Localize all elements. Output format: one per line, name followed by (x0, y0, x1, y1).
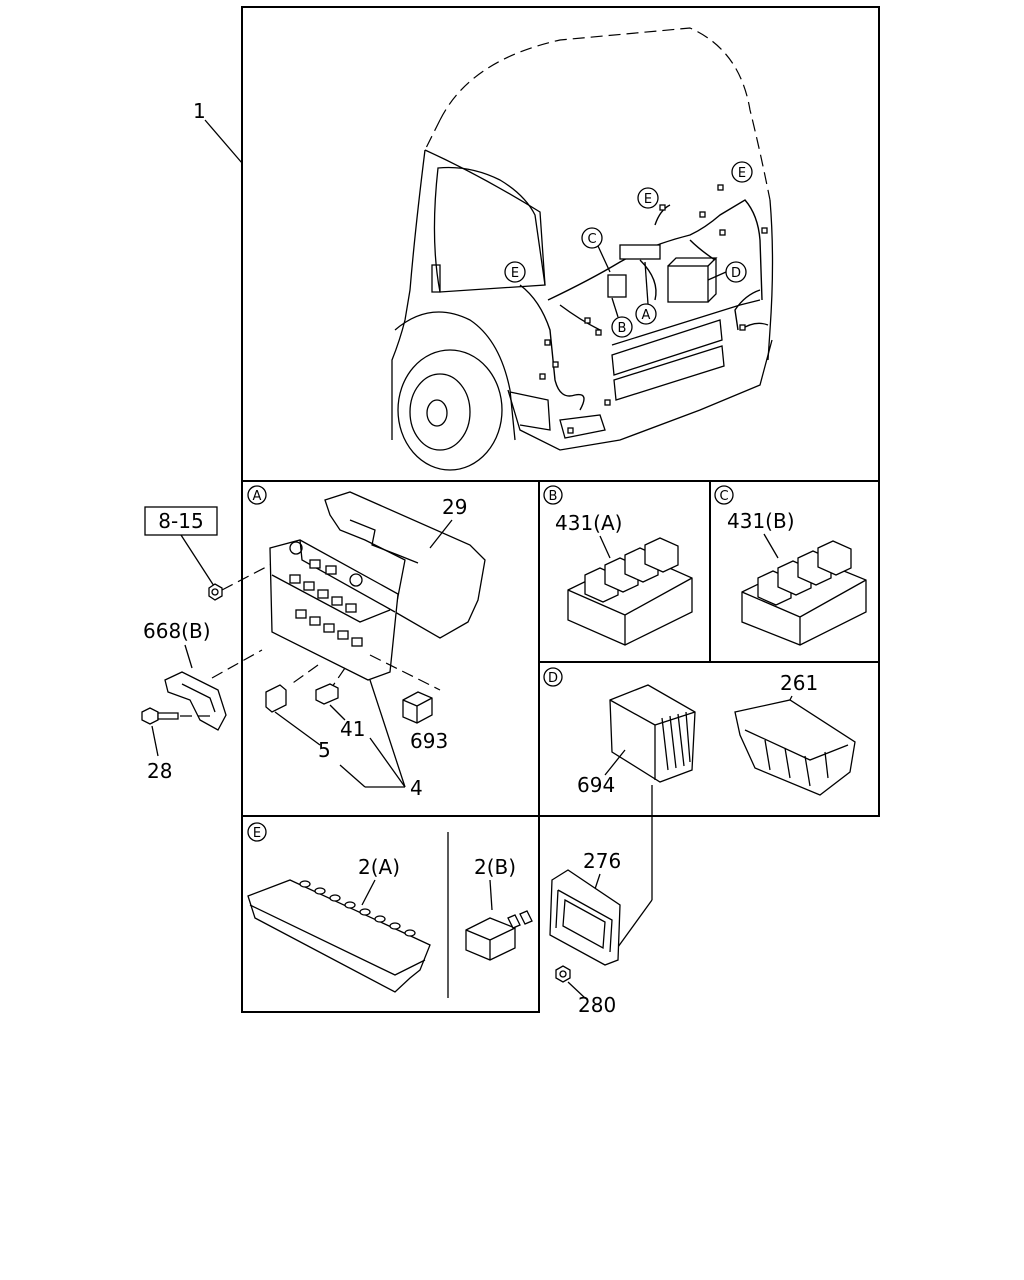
harness-branch-a (639, 259, 657, 301)
cover-261: 261 (734, 671, 856, 796)
fuse-strip-2a: 2(A) (247, 855, 431, 993)
relay-693: 693 (402, 691, 448, 753)
ecu-box-top (667, 257, 718, 303)
cab-right-edge (767, 199, 774, 361)
wheel-hub (426, 399, 448, 427)
wheel-rim (409, 373, 471, 451)
cab-front-edge (391, 149, 426, 440)
front-bumper (507, 339, 773, 451)
front-wheel (397, 349, 503, 471)
svg-text:8-15: 8-15 (158, 509, 203, 533)
fuse-strip-blades (299, 880, 416, 937)
fuse-41: 41 (315, 683, 365, 741)
nut-part (208, 551, 296, 601)
panel-frames (241, 6, 880, 1013)
zone-marker-e-right: E (731, 161, 753, 183)
cab-roof-outline (439, 27, 771, 201)
fuse-5: 5 (265, 684, 331, 762)
fog-lamp (559, 414, 606, 439)
zone-marker-e-left: E (504, 261, 526, 283)
svg-text:D: D (548, 671, 558, 686)
svg-text:2(A): 2(A) (358, 855, 400, 879)
grille-bar-2 (613, 345, 725, 401)
zone-label-e: E (247, 822, 267, 842)
fuse-block-location (619, 244, 661, 260)
svg-text:D: D (731, 266, 741, 281)
windshield-top (424, 149, 546, 286)
fuse-2b: 2(B) (465, 855, 533, 961)
svg-text:C: C (719, 489, 728, 504)
svg-text:431(B): 431(B) (727, 509, 795, 533)
cab-roof-front (424, 119, 441, 151)
bolt-28: 28 (141, 707, 210, 783)
hood-line (611, 299, 761, 346)
zone-label-b: B (543, 485, 563, 505)
callout-8-15: 8-15 (144, 506, 218, 587)
zone-label-c: C (714, 485, 734, 505)
svg-text:694: 694 (577, 773, 615, 797)
harness-left-branch (519, 284, 585, 411)
truck-cab-drawing: E C E E D B A (391, 27, 774, 471)
harness-branch-e-top (654, 204, 671, 226)
svg-text:29: 29 (442, 495, 467, 519)
nut-280: 280 (555, 965, 616, 1017)
fuse-box-body (269, 539, 441, 691)
svg-text:C: C (587, 232, 596, 247)
panel-d (538, 661, 880, 817)
harness-main-trunk (547, 199, 763, 301)
svg-text:4: 4 (410, 776, 423, 800)
svg-text:E: E (511, 266, 519, 281)
svg-text:28: 28 (147, 759, 172, 783)
cover-29: 29 (324, 491, 486, 639)
svg-text:431(A): 431(A) (555, 511, 622, 535)
harness-branch-b (559, 304, 601, 331)
left-headlamp (509, 391, 551, 431)
svg-text:280: 280 (578, 993, 616, 1017)
grille-bar-1 (611, 319, 723, 376)
svg-text:668(B): 668(B) (143, 619, 211, 643)
svg-text:41: 41 (340, 717, 365, 741)
relay-c-location (607, 274, 627, 298)
svg-text:E: E (738, 166, 746, 181)
svg-text:693: 693 (410, 729, 448, 753)
door-mirror (431, 264, 441, 293)
callout-1: 1 (193, 99, 243, 164)
svg-text:261: 261 (780, 671, 818, 695)
svg-text:2(B): 2(B) (474, 855, 516, 879)
door-window (433, 166, 546, 293)
harness-connectors (539, 184, 768, 434)
bracket-668b: 668(B) (143, 619, 263, 731)
harness-branch-d (689, 239, 716, 261)
svg-text:A: A (642, 308, 651, 323)
zone-label-d: D (543, 667, 563, 687)
harness-right-branch (734, 289, 761, 331)
svg-text:A: A (253, 489, 262, 504)
panel-cab-overview (241, 6, 880, 482)
svg-text:B: B (549, 489, 558, 504)
zone-marker-b: B (611, 316, 633, 338)
ecu-box (667, 265, 709, 303)
fuse-slots (289, 559, 363, 647)
svg-text:276: 276 (583, 849, 621, 873)
callout-4: 4 (339, 679, 423, 800)
svg-text:5: 5 (318, 738, 331, 762)
svg-text:1: 1 (193, 99, 206, 123)
bracket-276: 276 (549, 849, 621, 966)
relay-block-431a: 431(A) (555, 511, 693, 646)
zone-marker-a: A (635, 303, 657, 325)
fender-arch (394, 311, 516, 441)
svg-text:E: E (253, 826, 261, 841)
zone-label-a: A (247, 485, 267, 505)
svg-text:B: B (618, 321, 627, 336)
zone-marker-e-top: E (637, 187, 659, 209)
svg-text:E: E (644, 192, 652, 207)
ecu-694: 694 (577, 684, 696, 797)
relay-block-431b: 431(B) (727, 509, 867, 646)
zone-marker-d: D (725, 261, 747, 283)
zone-marker-c: C (581, 227, 603, 249)
